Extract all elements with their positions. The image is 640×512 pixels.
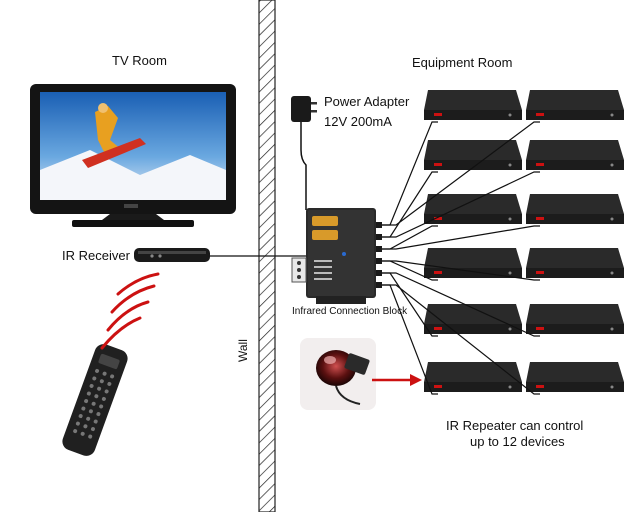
ir-emitter-wire — [382, 272, 540, 337]
power-spec-label: 12V 200mA — [324, 114, 392, 129]
ir-emitter-wire — [382, 284, 540, 395]
ir-emitter-wire — [382, 260, 540, 281]
device-icon — [424, 140, 522, 170]
remote-control-icon — [62, 344, 128, 456]
device-icon — [424, 194, 522, 224]
ir-emitter-wires — [382, 121, 540, 395]
ir-emitter-wire — [382, 171, 540, 238]
ir-receiver-label: IR Receiver — [62, 248, 130, 263]
ir-emitter-wire — [382, 121, 540, 226]
device-icon — [424, 362, 522, 392]
ir-emitter-wire — [382, 225, 540, 250]
ir-emitter-icon — [300, 338, 376, 410]
device-icon — [526, 248, 624, 278]
equipment-devices — [424, 90, 624, 392]
red-arrow-icon — [372, 374, 422, 386]
device-icon — [424, 248, 522, 278]
infrared-connection-block-icon — [291, 208, 382, 304]
device-icon — [424, 90, 522, 120]
connection-block-label: Infrared Connection Block — [292, 306, 408, 317]
tv-icon — [30, 84, 236, 227]
ir-signal-waves-icon — [100, 272, 160, 350]
device-icon — [526, 304, 624, 334]
device-icon — [526, 140, 624, 170]
ir-receiver-icon — [134, 248, 315, 262]
tv-room-label: TV Room — [112, 53, 167, 68]
power-adapter-label: Power Adapter — [324, 94, 410, 109]
device-icon — [526, 90, 624, 120]
wall-label: Wall — [236, 339, 250, 362]
equipment-room-label: Equipment Room — [412, 55, 513, 70]
repeater-caption-line2: up to 12 devices — [470, 434, 565, 449]
repeater-caption-line1: IR Repeater can control — [446, 418, 584, 433]
device-icon — [526, 194, 624, 224]
power-adapter-icon — [291, 96, 317, 210]
device-icon — [526, 362, 624, 392]
